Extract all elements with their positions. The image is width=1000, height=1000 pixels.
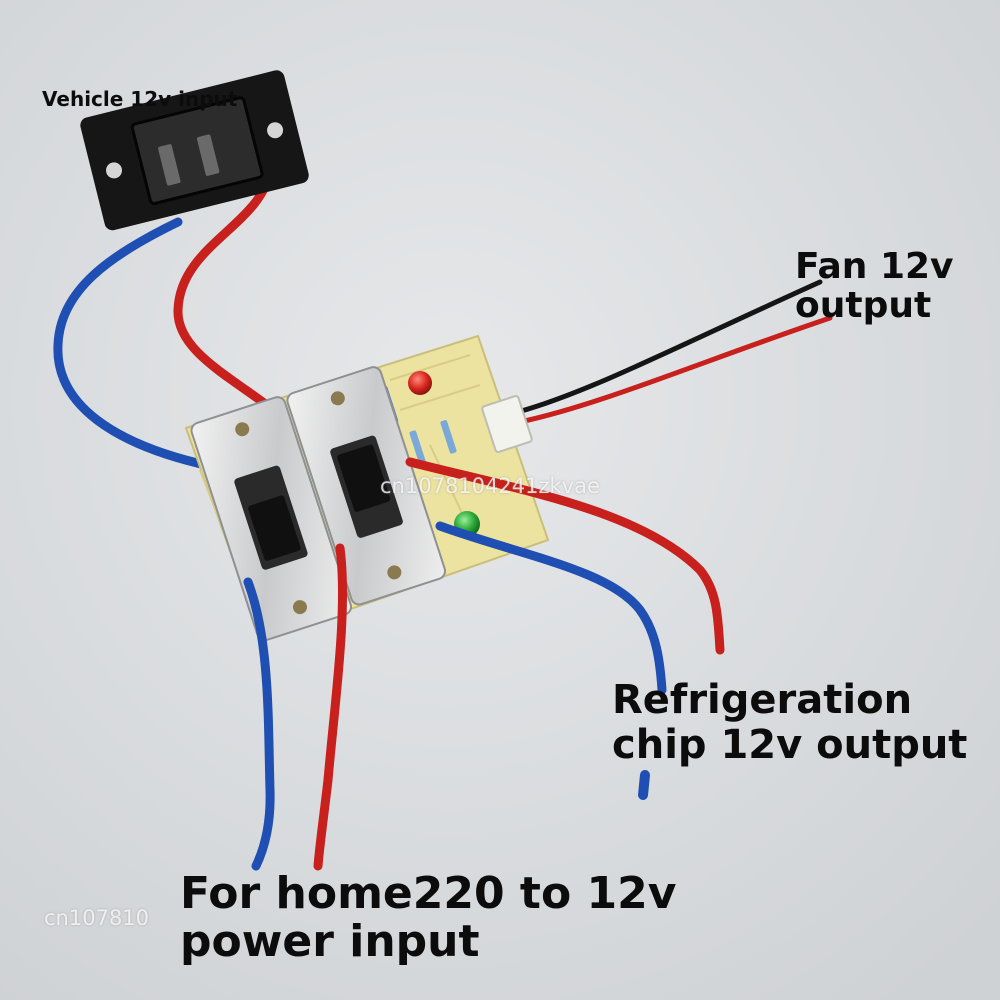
wire-red-vehicle: [173, 165, 310, 445]
refrigeration-output-label-line1: Refrigeration: [612, 677, 913, 723]
home-power-input-label: For home220 to 12v power input: [180, 868, 677, 968]
fan-output-label-line1: Fan 12v: [795, 246, 954, 287]
slide-switch-1: [190, 396, 353, 642]
wire-blue-vehicle: [53, 217, 215, 471]
refrigeration-output-label: Refrigeration chip 12v output: [612, 678, 967, 768]
wire-red-refrigeration: [405, 457, 725, 655]
led-red: [408, 371, 432, 395]
wire-blue-refrigeration: [435, 521, 667, 695]
wire-black-fan: [515, 279, 823, 415]
watermark-bottom-left: cn107810: [44, 906, 150, 930]
wire-red-home: [313, 543, 347, 871]
diode: [409, 430, 426, 464]
fan-output-label-line2: output: [795, 284, 932, 326]
fan-output-label: Fan 12v output: [795, 246, 954, 326]
wire-red-fan: [517, 315, 833, 425]
wire-blue-home: [243, 577, 275, 871]
vehicle-input-label: Vehicle 12v input: [42, 87, 238, 111]
refrigeration-output-label-line2: chip 12v output: [612, 721, 968, 768]
watermark-center: cn1078104241zkvae: [380, 474, 600, 498]
home-power-input-label-line1: For home220 to 12v: [180, 868, 677, 919]
slide-switch-2: [286, 366, 447, 606]
jst-connector: [481, 395, 533, 453]
pcb-traces: [199, 354, 481, 601]
wire-blue-stub: [638, 770, 650, 800]
vehicle-connector: [80, 70, 309, 231]
diode: [440, 420, 457, 454]
home-power-input-label-line2: power input: [180, 916, 480, 968]
